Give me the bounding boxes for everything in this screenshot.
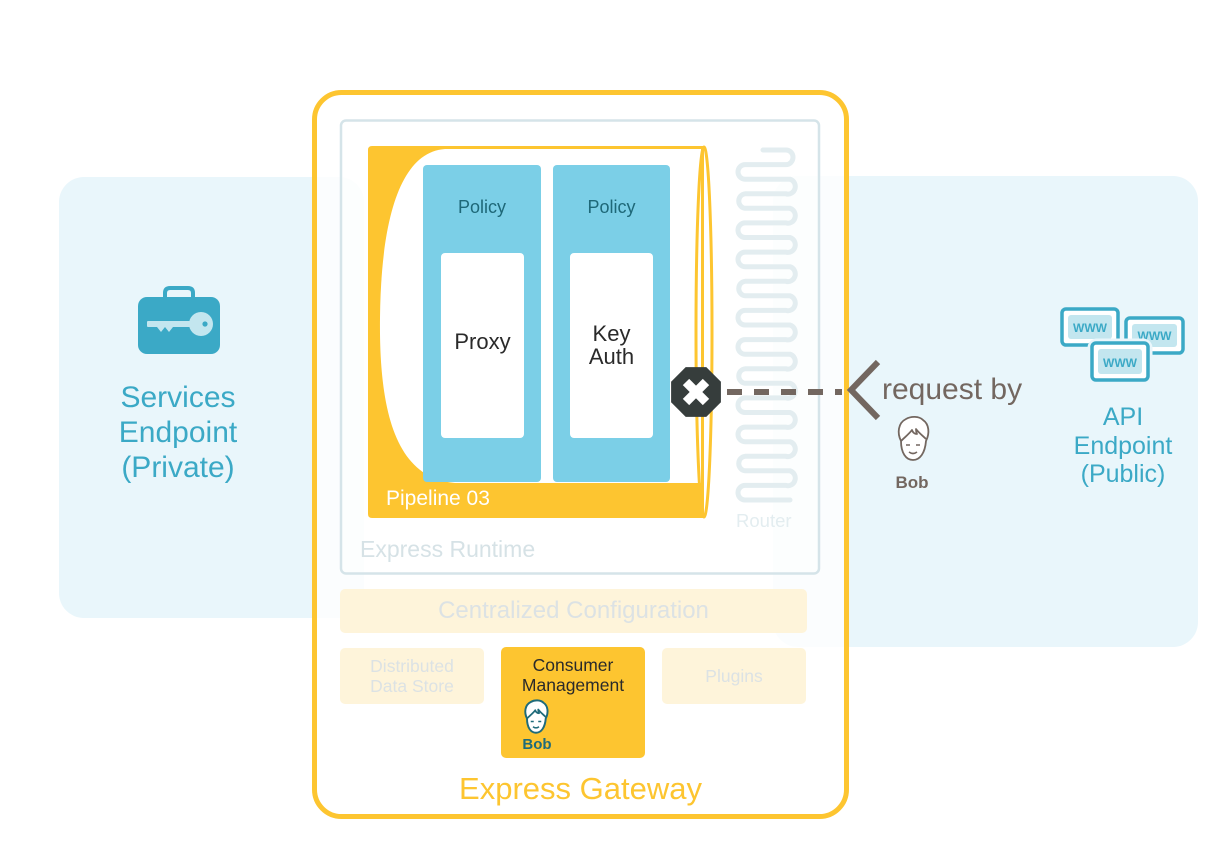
chevron-left-icon — [846, 359, 881, 421]
label-line: Endpoint — [1073, 431, 1173, 460]
label-line: Services — [120, 381, 236, 414]
public-zone-panel — [773, 176, 1198, 647]
module-consumer-management: Consumer Management Bob — [501, 647, 645, 758]
briefcase-key-icon — [138, 286, 220, 354]
request-label: request by — [882, 373, 1023, 406]
label-line: Auth — [588, 344, 635, 369]
www-window: WWW — [1060, 307, 1120, 347]
pipeline-label: Pipeline 03 — [386, 487, 490, 510]
policy-card — [570, 253, 653, 438]
public-endpoint-label: API Endpoint (Public) — [1043, 403, 1203, 489]
label-line: Management — [521, 675, 625, 695]
private-zone-panel — [59, 177, 364, 618]
user-face-icon — [897, 415, 930, 461]
policy-card — [441, 253, 524, 438]
label-line: Data Store — [370, 676, 454, 696]
policy-name-proxy: Proxy — [441, 329, 524, 355]
label-line: Distributed — [370, 656, 454, 676]
pipeline — [368, 145, 714, 519]
policy-header: Policy — [587, 197, 636, 217]
pipeline-end-cap — [694, 145, 714, 519]
label-line: Proxy — [454, 329, 511, 354]
label-line: (Public) — [1080, 460, 1166, 488]
module-label: Consumer Management — [501, 655, 645, 695]
label-line: Endpoint — [118, 416, 238, 449]
runtime-label: Express Runtime — [360, 536, 536, 562]
label-line: Plugins — [705, 666, 763, 686]
centralized-configuration-label: Centralized Configuration — [438, 597, 709, 624]
label-line: Consumer — [532, 655, 614, 675]
svg-text:WWW: WWW — [1103, 356, 1138, 370]
requester-name: Bob — [895, 473, 929, 492]
router-coil-icon — [735, 147, 798, 503]
module-plugins: Plugins — [662, 648, 806, 704]
gateway-title: Express Gateway — [459, 771, 702, 806]
policy-name-key-auth: Key Auth — [570, 322, 653, 368]
svg-text:WWW: WWW — [1073, 321, 1108, 335]
policy-header: Policy — [457, 197, 506, 217]
centralized-configuration-box: Centralized Configuration — [340, 589, 807, 633]
consumer-name: Bob — [522, 736, 552, 753]
module-label: Distributed Data Store — [340, 656, 484, 696]
user-face-icon — [524, 699, 549, 734]
x-octagon-icon — [671, 367, 721, 417]
www-window: WWW — [1087, 338, 1153, 385]
private-endpoint-label: Services Endpoint (Private) — [78, 380, 278, 485]
label-line: API — [1102, 403, 1144, 431]
router-label: Router — [736, 510, 792, 531]
www-windows-icon: WWW WWW WWW — [1060, 307, 1185, 385]
module-distributed-data-store: Distributed Data Store — [340, 648, 484, 704]
label-line: (Private) — [121, 451, 235, 484]
module-label: Plugins — [662, 666, 806, 686]
label-line: Key — [592, 321, 631, 346]
